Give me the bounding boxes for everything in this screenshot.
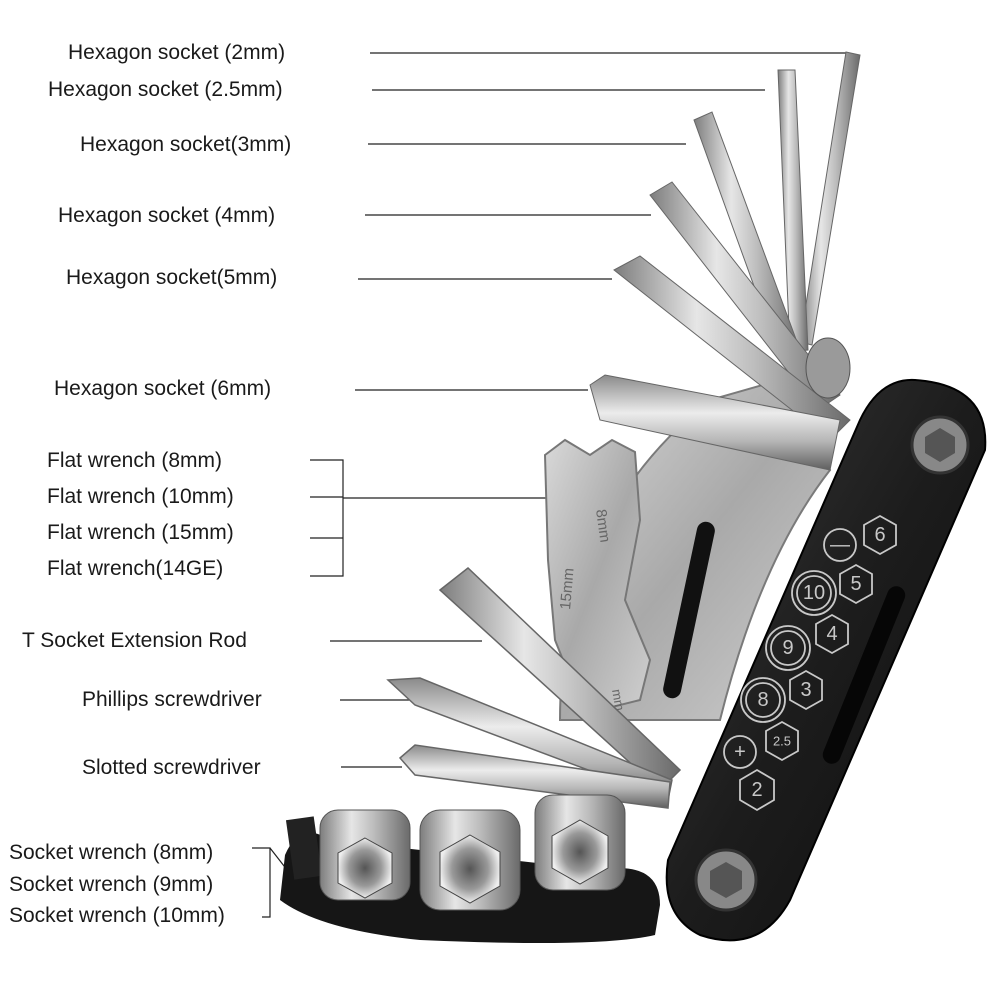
label-flat-15mm: Flat wrench (15mm) (47, 521, 234, 544)
marking-plus: + (734, 741, 746, 763)
flat-wrench-engraving-mid: 15mm (557, 567, 578, 610)
flat-wrench-engraving-top: 8mm (592, 508, 613, 543)
hex-key-5mm (613, 255, 851, 441)
socket-8mm (319, 809, 411, 901)
tool-handle (665, 378, 987, 942)
label-flat-10mm: Flat wrench (10mm) (47, 485, 234, 508)
label-hex-3mm: Hexagon socket(3mm) (80, 133, 292, 156)
marking-8: 8 (757, 689, 768, 711)
hex-key-6mm (589, 374, 841, 471)
tray-clip (285, 816, 323, 880)
hex-key-2mm (799, 51, 861, 346)
flat-wrench-blade (543, 438, 652, 712)
marking-10: 10 (803, 582, 825, 604)
socket-9mm (419, 809, 521, 911)
leader-flat-bracket (310, 459, 560, 577)
pivot-cluster (805, 337, 851, 399)
slotted-screwdriver (398, 744, 671, 809)
marking-minus: — (830, 534, 850, 556)
label-socket-10mm: Socket wrench (10mm) (9, 904, 225, 927)
bottom-bolt (694, 848, 758, 912)
marking-6: 6 (874, 524, 885, 546)
handle-markings (723, 514, 897, 812)
top-bolt (910, 415, 970, 475)
label-t-socket-rod: T Socket Extension Rod (22, 629, 247, 652)
marking-9: 9 (782, 637, 793, 659)
t-socket-extension-rod (438, 567, 682, 792)
marking-3: 3 (800, 679, 811, 701)
label-hex-2mm: Hexagon socket (2mm) (68, 41, 286, 64)
hex-key-4mm (649, 181, 841, 411)
blade-slot (663, 521, 715, 699)
label-hex-25mm: Hexagon socket (2.5mm) (48, 78, 283, 101)
marking-25: 2.5 (773, 734, 791, 749)
label-socket-8mm: Socket wrench (8mm) (9, 841, 214, 864)
label-hex-4mm: Hexagon socket (4mm) (58, 204, 276, 227)
handle-slot (822, 586, 906, 764)
label-flat-14ge: Flat wrench(14GE) (47, 557, 224, 580)
hex-keys (589, 51, 861, 471)
socket-10mm (534, 794, 626, 891)
marking-2: 2 (751, 779, 762, 801)
label-socket-9mm: Socket wrench (9mm) (9, 873, 214, 896)
hex-key-25mm (777, 69, 809, 353)
marking-4: 4 (826, 623, 837, 645)
label-slotted: Slotted screwdriver (82, 756, 261, 779)
marking-5: 5 (850, 573, 861, 595)
leader-lines (252, 52, 846, 918)
label-hex-5mm: Hexagon socket(5mm) (66, 266, 278, 289)
sockets (319, 794, 626, 911)
label-phillips: Phillips screwdriver (82, 688, 262, 711)
label-hex-6mm: Hexagon socket (6mm) (54, 377, 272, 400)
label-flat-8mm: Flat wrench (8mm) (47, 449, 223, 472)
